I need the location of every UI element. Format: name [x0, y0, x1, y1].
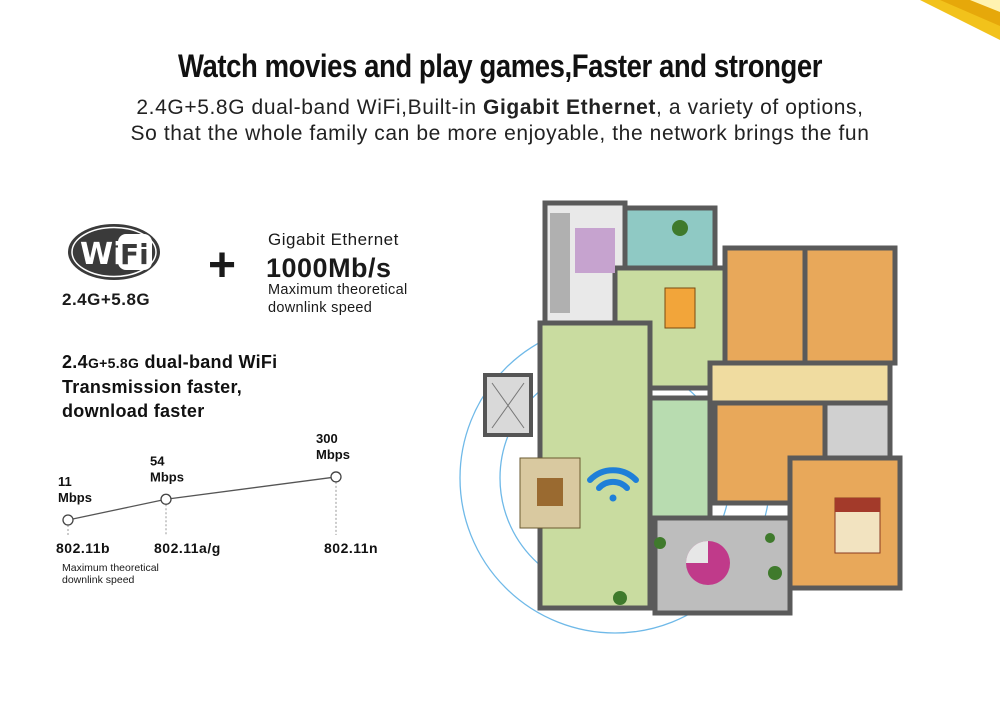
gigabit-speed: 1000Mb/s	[266, 253, 392, 283]
plus-sign: +	[208, 239, 237, 292]
speed-point	[160, 493, 172, 505]
x-tick-label: 802.11b	[56, 540, 110, 556]
wifi-logo-wi: Wi	[80, 237, 123, 272]
wifi-logo-icon: Wi Fi	[68, 224, 160, 280]
value-label: 11	[58, 474, 72, 489]
dual-band-text: 2.4G+5.8G dual-band WiFi Transmission fa…	[62, 352, 278, 421]
wifi-band-label: 2.4G+5.8G	[62, 290, 151, 309]
x-tick-label: 802.11a/g	[154, 540, 221, 556]
subtitle-line-2: So that the whole family can be more enj…	[130, 122, 870, 145]
corner-decoration	[920, 0, 1000, 40]
x-tick-label: 802.11n	[324, 540, 378, 556]
speed-point	[330, 471, 342, 483]
subtitle-line-1: 2.4G+5.8G dual-band WiFi,Built-in Gigabi…	[136, 96, 864, 119]
value-label: 54	[150, 453, 165, 468]
wifi-signal-icon	[587, 467, 639, 502]
value-label: Mbps	[58, 490, 92, 505]
value-label: Mbps	[316, 447, 350, 462]
speed-chart: 11Mbps802.11b54Mbps802.11a/g300Mbps802.1…	[56, 431, 378, 556]
gigabit-note: Maximum theoretical downlink speed	[268, 282, 408, 316]
floor-plan-illustration	[459, 200, 903, 634]
chart-note: Maximum theoretical downlink speed	[62, 562, 159, 586]
speed-line	[67, 476, 337, 521]
page-title: Watch movies and play games,Faster and s…	[177, 48, 823, 84]
value-label: Mbps	[150, 469, 184, 484]
value-label: 300	[316, 431, 338, 446]
speed-point	[62, 514, 74, 526]
wifi-logo-fi: Fi	[120, 238, 149, 271]
gigabit-title: Gigabit Ethernet	[268, 230, 399, 249]
